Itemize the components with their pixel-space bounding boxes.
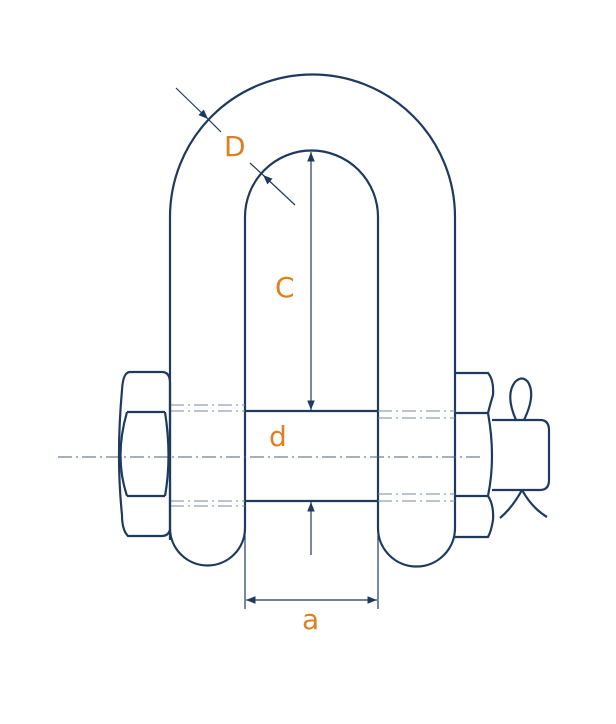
cotter-pin xyxy=(492,377,551,519)
label-d: d xyxy=(269,420,287,453)
shackle-body xyxy=(168,73,457,568)
dimension-D xyxy=(175,87,296,206)
hex-nut-left xyxy=(117,370,172,538)
label-a: a xyxy=(302,603,319,636)
pin xyxy=(170,404,455,507)
label-C: C xyxy=(275,271,295,304)
hex-nut-right xyxy=(455,371,495,539)
label-D: D xyxy=(224,130,246,163)
dimension-a xyxy=(244,528,379,609)
